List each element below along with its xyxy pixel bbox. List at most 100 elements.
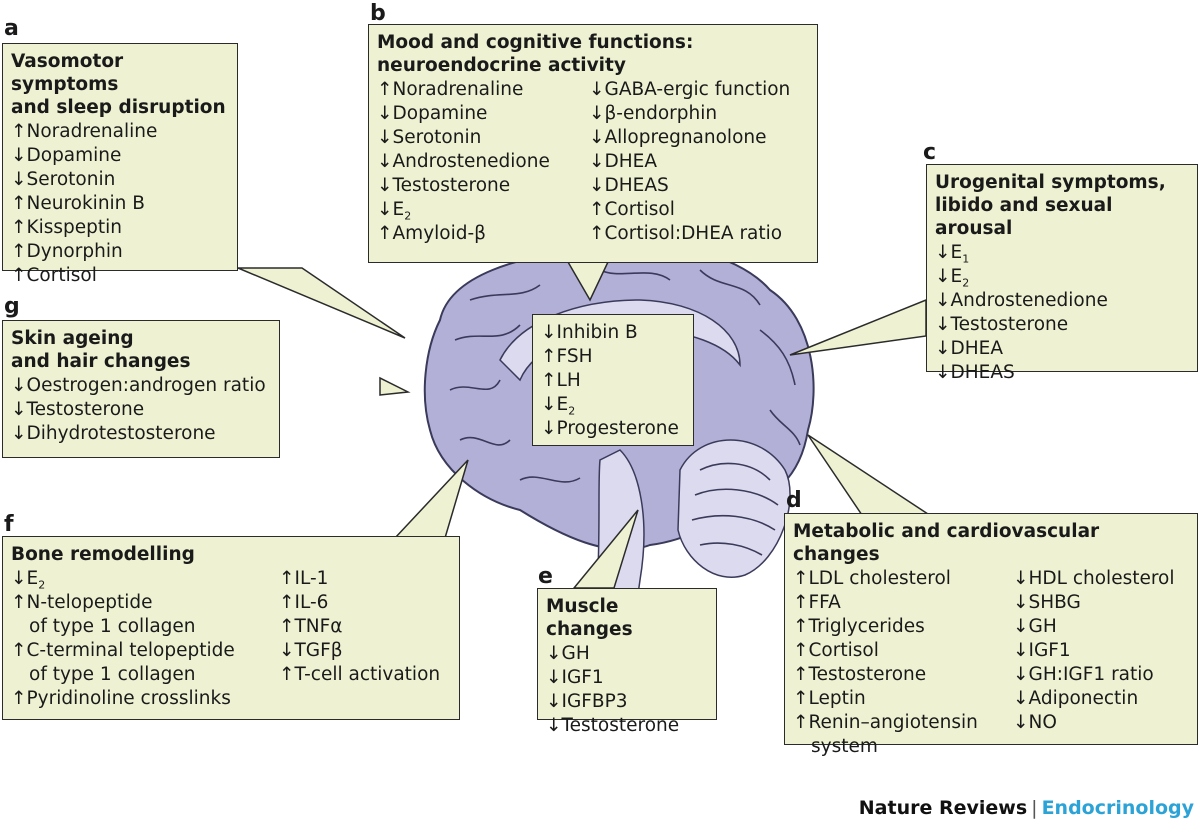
journal-credit: Nature Reviews|Endocrinology: [859, 797, 1194, 819]
center-item: ↓E2: [541, 394, 576, 418]
panel-d-item: ↑Testosterone: [793, 664, 927, 685]
panel-a-item: ↓Dopamine: [11, 145, 122, 166]
panel-b-item: ↑Cortisol: [589, 199, 675, 220]
panel-letter-g: g: [4, 294, 20, 319]
pointer-a: [237, 267, 406, 339]
panel-e-box: Muscle changes ↓GH ↓IGF1 ↓IGFBP3 ↓Testos…: [537, 588, 717, 736]
panel-d-item: ↓GH:IGF1 ratio: [1013, 664, 1154, 685]
panel-d-item: ↑Cortisol: [793, 640, 879, 661]
panel-f-item: ↑C-terminal telopeptide: [11, 640, 235, 661]
panel-a-item: ↑Noradrenaline: [11, 121, 158, 142]
panel-b-item: ↓GABA-ergic function: [589, 79, 791, 100]
panel-c-title: Urogenital symptoms, libido and sexual a…: [935, 172, 1166, 239]
publisher-name: Nature Reviews: [858, 797, 1028, 819]
panel-a-title: Vasomotor symptoms and sleep disruption: [11, 51, 226, 118]
panel-g-item: ↓Oestrogen:androgen ratio: [11, 375, 266, 396]
panel-b-item: ↓β-endorphin: [589, 103, 718, 124]
panel-d-item: ↑Leptin: [793, 688, 866, 709]
panel-g-title: Skin ageing and hair changes: [11, 328, 191, 372]
panel-b-item: ↓DHEA: [589, 151, 658, 172]
panel-b-item: ↓Allopregnanolone: [589, 127, 767, 148]
panel-a-box: Vasomotor symptoms and sleep disruption …: [2, 43, 238, 286]
panel-b-column-2: ↓GABA-ergic function ↓β-endorphin ↓Allop…: [589, 78, 790, 246]
pointer-f: [393, 459, 469, 539]
panel-b-box: Mood and cognitive functions: neuroendoc…: [368, 24, 818, 263]
panel-b-item: ↓Serotonin: [377, 127, 482, 148]
panel-b-item: ↓E2: [377, 199, 412, 223]
panel-f-box: Bone remodelling ↓E2 ↑N-telopeptide of t…: [2, 536, 460, 720]
panel-g-item: ↓Dihydrotestosterone: [11, 423, 216, 444]
panel-g-item: ↓Testosterone: [11, 399, 145, 420]
journal-name: Endocrinology: [1041, 797, 1194, 819]
panel-e-item: ↓IGFBP3: [546, 691, 628, 712]
panel-e-item: ↓Testosterone: [546, 715, 680, 736]
panel-b-item: ↓Androstenedione: [377, 151, 550, 172]
panel-letter-a: a: [4, 16, 19, 41]
panel-c-item: ↓E1: [935, 242, 970, 266]
panel-d-item: ↑Renin–angiotensin: [793, 712, 978, 733]
panel-d-item: ↓GH: [1013, 616, 1057, 637]
center-hormone-box: ↓Inhibin B ↑FSH ↑LH ↓E2 ↓Progesterone: [532, 314, 694, 446]
pointer-c: [789, 298, 927, 356]
panel-letter-b: b: [370, 1, 386, 26]
panel-d-item: ↓NO: [1013, 712, 1057, 733]
panel-a-item: ↑Cortisol: [11, 265, 97, 286]
panel-f-column-1: ↓E2 ↑N-telopeptide of type 1 collagen ↑C…: [11, 567, 279, 711]
panel-d-item: ↓IGF1: [1013, 640, 1071, 661]
panel-d-item: ↓Adiponectin: [1013, 688, 1139, 709]
panel-a-item: ↑Kisspeptin: [11, 217, 123, 238]
panel-letter-f: f: [4, 512, 14, 537]
panel-b-item: ↑Noradrenaline: [377, 79, 524, 100]
panel-d-item: ↓HDL cholesterol: [1013, 568, 1175, 589]
panel-f-item: ↑N-telopeptide: [11, 592, 153, 613]
panel-d-item: ↑LDL cholesterol: [793, 568, 951, 589]
panel-f-item: ↑IL-6: [279, 592, 329, 613]
panel-f-column-2: ↑IL-1 ↑IL-6 ↑TNFα ↓TGFβ ↑T-cell activati…: [279, 567, 440, 711]
panel-c-item: ↓Androstenedione: [935, 290, 1108, 311]
center-item: ↑FSH: [541, 346, 593, 367]
panel-d-item: ↓SHBG: [1013, 592, 1081, 613]
panel-c-item: ↓DHEAS: [935, 362, 1015, 383]
panel-d-box: Metabolic and cardiovascular changes ↑LD…: [784, 513, 1198, 757]
panel-d-column-2: ↓HDL cholesterol ↓SHBG ↓GH ↓IGF1 ↓GH:IGF…: [1013, 567, 1175, 759]
cerebellum: [677, 439, 791, 578]
panel-a-item: ↑Neurokinin B: [11, 193, 145, 214]
panel-b-item: ↓Testosterone: [377, 175, 511, 196]
center-item: ↓Progesterone: [541, 418, 679, 439]
center-item: ↑LH: [541, 370, 581, 391]
pointer-g: [379, 376, 411, 396]
panel-b-item: ↑Cortisol:DHEA ratio: [589, 223, 783, 244]
pointer-d: [807, 434, 937, 519]
panel-d-item: ↑Triglycerides: [793, 616, 925, 637]
panel-c-item: ↓DHEA: [935, 338, 1004, 359]
panel-d-item: ↑FFA: [793, 592, 841, 613]
panel-e-item: ↓GH: [546, 643, 590, 664]
panel-a-item: ↑Dynorphin: [11, 241, 123, 262]
panel-f-title: Bone remodelling: [11, 544, 195, 565]
credit-separator: |: [1031, 797, 1038, 819]
panel-d-column-1: ↑LDL cholesterol ↑FFA ↑Triglycerides ↑Co…: [793, 567, 1013, 759]
center-item: ↓Inhibin B: [541, 322, 638, 343]
panel-f-item: ↓TGFβ: [279, 640, 343, 661]
panel-b-column-1: ↑Noradrenaline ↓Dopamine ↓Serotonin ↓And…: [377, 78, 589, 246]
panel-d-item: system: [811, 736, 878, 757]
panel-g-box: Skin ageing and hair changes ↓Oestrogen:…: [2, 320, 280, 458]
panel-e-item: ↓IGF1: [546, 667, 604, 688]
panel-b-title: Mood and cognitive functions: neuroendoc…: [377, 32, 694, 76]
brain-gyri: [449, 269, 801, 483]
panel-c-item: ↓E2: [935, 266, 970, 290]
panel-b-item: ↓Dopamine: [377, 103, 488, 124]
panel-f-item: ↑TNFα: [279, 616, 343, 637]
panel-f-item: ↑T-cell activation: [279, 664, 441, 685]
panel-f-item: of type 1 collagen: [29, 616, 196, 637]
panel-f-item: ↓E2: [11, 568, 46, 592]
cerebellum-folia: [691, 462, 779, 556]
panel-c-item: ↓Testosterone: [935, 314, 1069, 335]
panel-e-title: Muscle changes: [546, 596, 633, 640]
panel-a-item: ↓Serotonin: [11, 169, 116, 190]
panel-letter-c: c: [923, 140, 937, 165]
panel-f-item: of type 1 collagen: [29, 664, 196, 685]
panel-letter-d: d: [786, 488, 802, 513]
callout-pointers: [237, 261, 937, 589]
panel-b-item: ↑Amyloid-β: [377, 223, 486, 244]
